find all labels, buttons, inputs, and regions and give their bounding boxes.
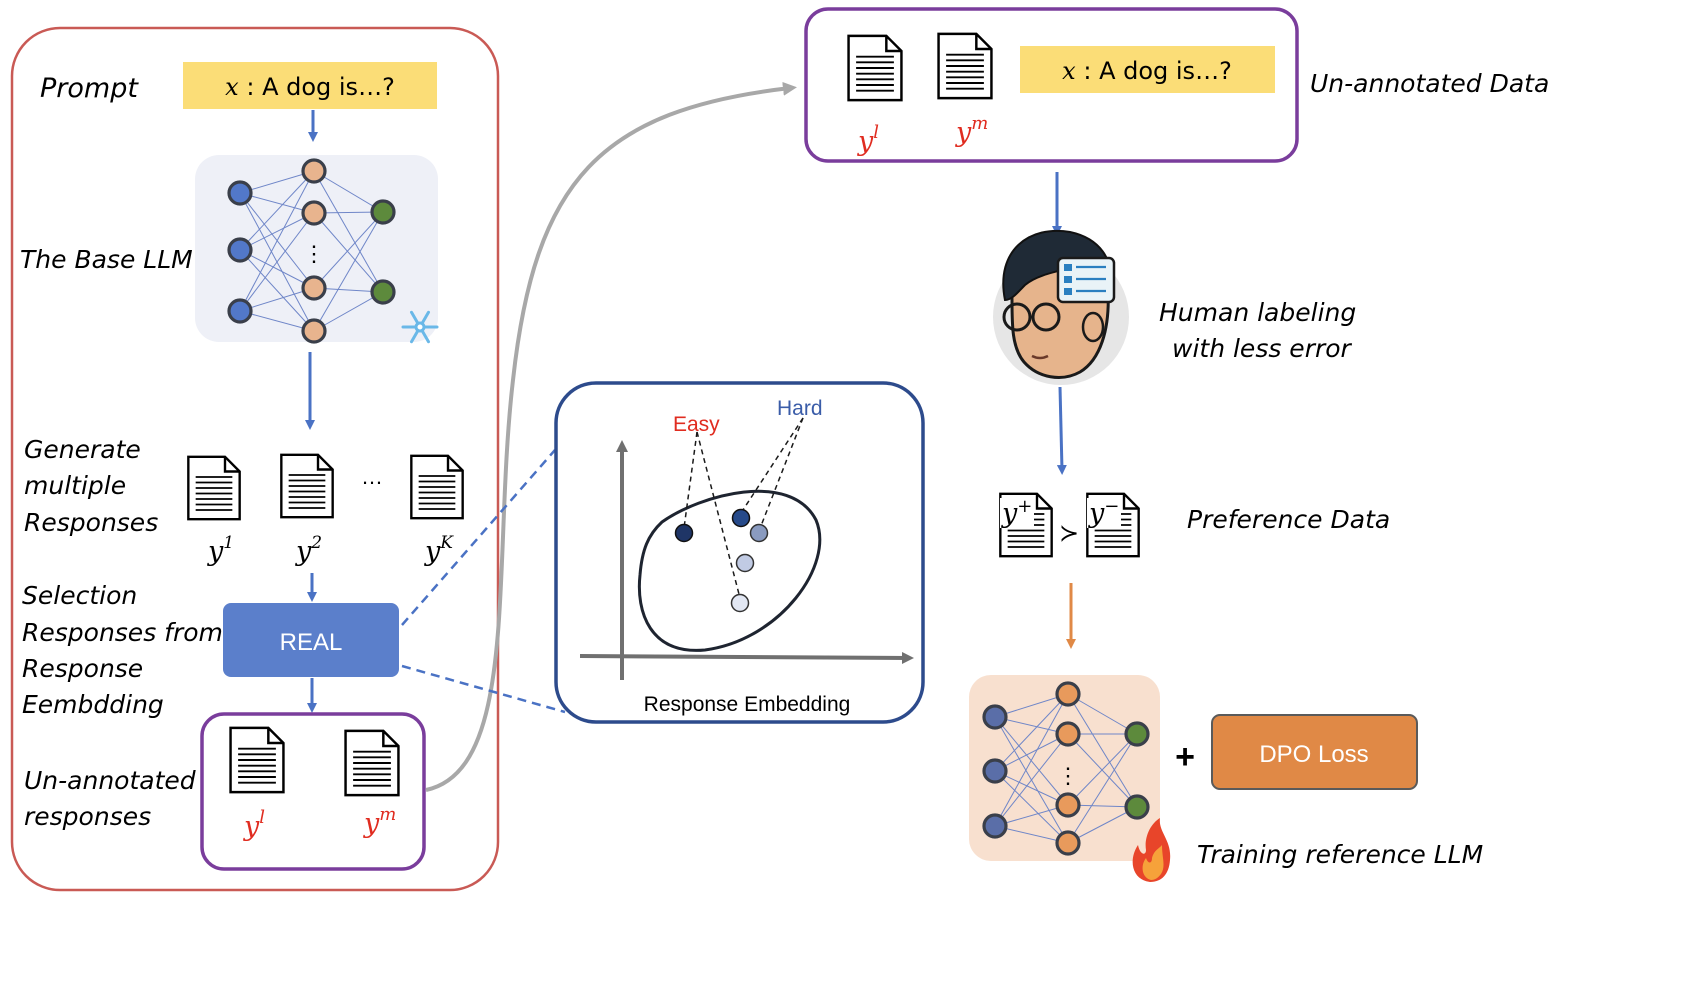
x-axis bbox=[579, 651, 914, 664]
selection-label: Selection Responses from Response Eembdd… bbox=[22, 581, 231, 719]
easy-label: Easy bbox=[673, 413, 720, 436]
pref-y-minus: y− bbox=[1088, 496, 1119, 529]
input-node bbox=[982, 704, 1008, 730]
nn-ellipsis: ⋮ bbox=[1057, 763, 1079, 788]
unannotated-label: Un-annotated responses bbox=[24, 766, 204, 831]
nn-ellipsis: ⋮ bbox=[303, 241, 325, 266]
pref-label-bg bbox=[1087, 498, 1121, 528]
prompt-label: Prompt bbox=[40, 73, 139, 104]
snowflake-icon bbox=[401, 310, 439, 344]
hard-label: Hard bbox=[777, 397, 823, 420]
hidden-node bbox=[301, 158, 327, 184]
embedding-caption: Response Embedding bbox=[644, 693, 851, 716]
document-icon bbox=[187, 455, 241, 521]
base-llm-label: The Base LLM bbox=[20, 245, 193, 274]
output-node bbox=[1124, 794, 1150, 820]
hidden-node bbox=[1055, 721, 1081, 747]
plus-sign: + bbox=[1175, 738, 1195, 776]
dpo-loss-button[interactable] bbox=[1211, 714, 1418, 790]
hidden-node bbox=[301, 275, 327, 301]
human-label: Human labeling with less error bbox=[1159, 298, 1364, 363]
hidden-node bbox=[1055, 830, 1081, 856]
output-node bbox=[370, 279, 396, 305]
data-yl: yl bbox=[857, 122, 879, 157]
input-node bbox=[982, 813, 1008, 839]
real-button-label: REAL bbox=[280, 629, 343, 656]
pref-y-plus: y+ bbox=[1001, 496, 1032, 529]
fire-icon bbox=[1132, 818, 1171, 882]
hidden-node bbox=[1055, 681, 1081, 707]
document-icon bbox=[344, 729, 400, 797]
embedding-point bbox=[674, 523, 694, 543]
dpo-loss-label: DPO Loss bbox=[1259, 741, 1368, 768]
document-icon bbox=[937, 32, 993, 100]
prompt-box bbox=[183, 62, 437, 109]
response-ellipsis: … bbox=[361, 464, 383, 489]
arrow-human-to-preference bbox=[1056, 386, 1067, 475]
embedding-panel bbox=[554, 381, 925, 724]
selected-yl: yl bbox=[243, 807, 265, 842]
pref-label-bg bbox=[1000, 498, 1034, 528]
input-node bbox=[227, 237, 253, 263]
zoom-line bbox=[401, 664, 566, 714]
input-node bbox=[227, 298, 253, 324]
zoom-line bbox=[401, 449, 556, 626]
data-ym: ym bbox=[955, 113, 988, 148]
response-y1: y1 bbox=[207, 533, 234, 567]
response-y2: y2 bbox=[295, 533, 322, 567]
data-prompt-box bbox=[1020, 46, 1275, 93]
embedding-point bbox=[731, 508, 751, 528]
selected-ym: ym bbox=[363, 804, 396, 839]
embedding-point bbox=[735, 553, 755, 573]
response-yk: yK bbox=[424, 533, 454, 567]
document-icon bbox=[280, 453, 334, 519]
hidden-node bbox=[301, 318, 327, 344]
human-annotator-icon bbox=[993, 229, 1129, 385]
preference-label: Preference Data bbox=[1187, 505, 1390, 534]
prompt-text: x : A dog is…? bbox=[225, 73, 395, 101]
document-icon bbox=[847, 34, 903, 102]
generate-label: Generate multiple Responses bbox=[24, 435, 158, 537]
pref-operator: ≻ bbox=[1059, 520, 1079, 547]
input-node bbox=[227, 180, 253, 206]
document-icon bbox=[410, 454, 464, 520]
training-label: Training reference LLM bbox=[1197, 840, 1483, 869]
embedding-point bbox=[730, 593, 750, 613]
unannotated-data-label: Un-annotated Data bbox=[1310, 69, 1549, 98]
embedding-point bbox=[749, 523, 769, 543]
hidden-node bbox=[301, 200, 327, 226]
left-panel bbox=[10, 26, 500, 892]
input-node bbox=[982, 758, 1008, 784]
real-button[interactable] bbox=[223, 603, 399, 677]
output-node bbox=[1124, 721, 1150, 747]
base-llm-network: ⋮ bbox=[195, 155, 438, 344]
output-node bbox=[370, 199, 396, 225]
dashed-pointers bbox=[683, 417, 804, 599]
embedding-cluster bbox=[637, 489, 822, 652]
data-prompt-text: x : A dog is…? bbox=[1062, 57, 1232, 85]
document-icon bbox=[229, 726, 285, 794]
arrow-to-unannotated-data bbox=[425, 81, 797, 792]
hidden-node bbox=[1055, 792, 1081, 818]
training-llm-network: ⋮ bbox=[969, 675, 1160, 861]
